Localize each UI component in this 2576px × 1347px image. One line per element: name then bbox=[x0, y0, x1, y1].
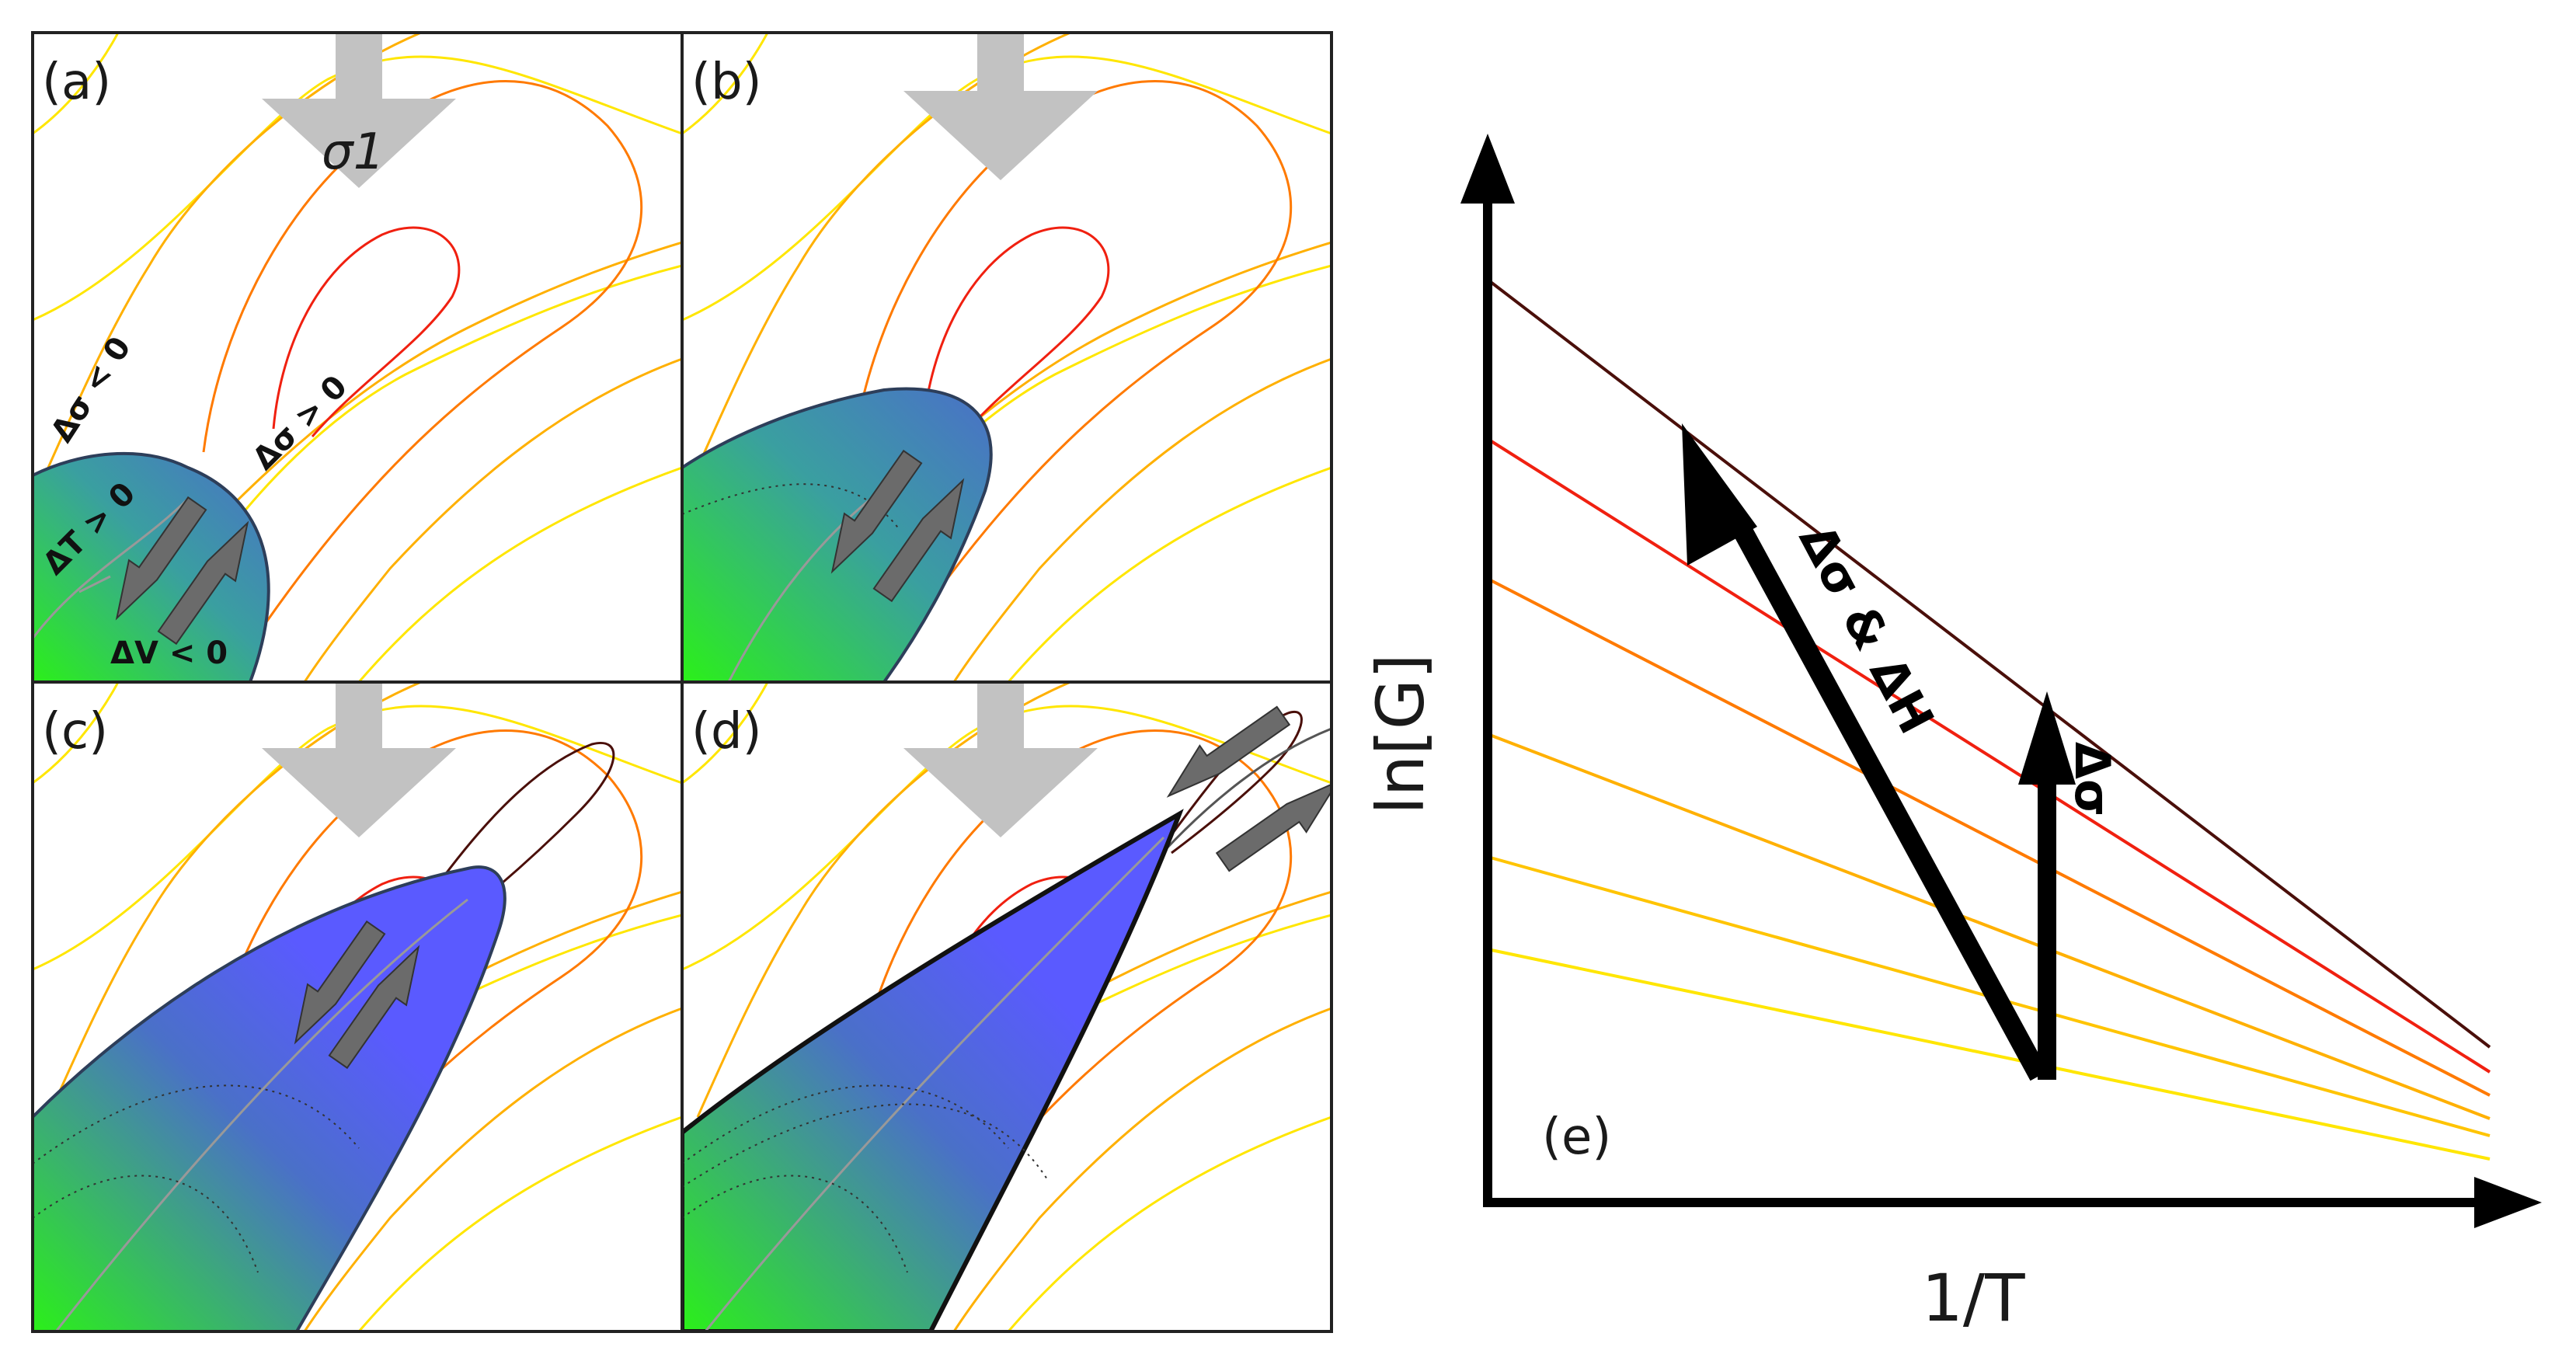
x-axis-label: 1/T bbox=[1921, 1260, 2025, 1336]
volume-negative-label: ΔV < 0 bbox=[110, 635, 228, 671]
arrow-short-label: Δσ bbox=[2064, 742, 2121, 816]
line-red bbox=[1486, 437, 2491, 1074]
x-axis-arrowhead bbox=[2474, 1177, 2542, 1228]
line-orange bbox=[1487, 733, 2491, 1120]
line-yellow bbox=[1487, 948, 2491, 1161]
panel-c: (c) bbox=[31, 680, 684, 1333]
damage-zone-d bbox=[682, 809, 1184, 1331]
panel-e: ln[G] 1/T (e) Δσ & ΔH Δσ bbox=[1363, 134, 2542, 1336]
panel-d-label: (d) bbox=[691, 703, 762, 761]
arrow-long-shaft bbox=[1719, 499, 2049, 1081]
y-axis-label: ln[G] bbox=[1363, 653, 1439, 814]
panel-d: (d) bbox=[681, 680, 1333, 1333]
stress-label: σ1 bbox=[322, 124, 385, 181]
line-brown bbox=[1486, 278, 2491, 1049]
panel-a-label: (a) bbox=[42, 54, 111, 111]
line-darkorange bbox=[1487, 577, 2491, 1097]
panel-a: (a) σ1 Δσ < 0 Δσ > 0 ΔT > 0 ΔV < 0 bbox=[31, 31, 684, 684]
panel-b: (b) bbox=[681, 31, 1333, 684]
panel-b-label: (b) bbox=[691, 54, 762, 111]
panel-e-label: (e) bbox=[1542, 1109, 1611, 1166]
arrow-long-label: Δσ & ΔH bbox=[1788, 515, 1945, 743]
arrow-short-head bbox=[2018, 691, 2076, 785]
panel-c-label: (c) bbox=[42, 703, 108, 761]
arrow-long-head bbox=[1682, 423, 1757, 566]
y-axis-arrowhead bbox=[1460, 134, 1515, 204]
